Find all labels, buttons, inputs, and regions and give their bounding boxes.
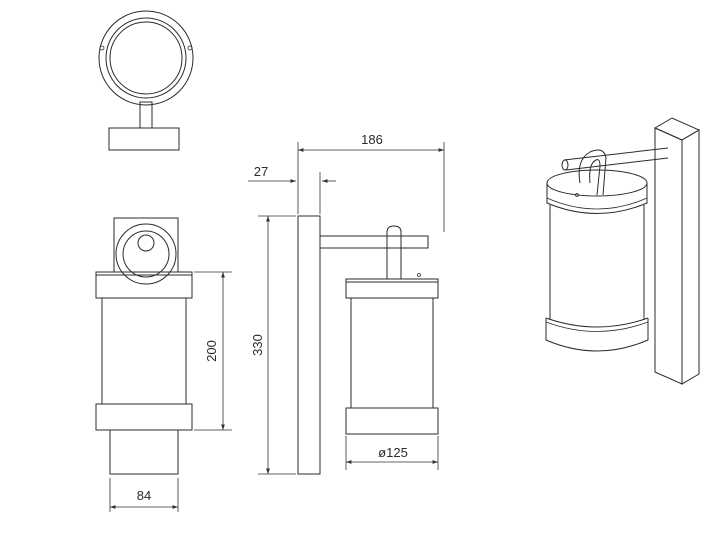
dim-lantern-height: 200 (194, 271, 232, 431)
front-view (95, 217, 193, 475)
dim-backplate-width: 84 (109, 478, 179, 512)
dim-lantern-diameter: ø125 (345, 436, 439, 470)
top-view (98, 10, 194, 151)
lantern-height-label: 200 (204, 340, 219, 362)
side-view (297, 215, 439, 475)
wall-offset-label: 27 (254, 164, 268, 179)
dim-wall-offset: 27 (248, 164, 336, 214)
perspective-view (545, 117, 701, 385)
overall-projection-label: 186 (361, 132, 383, 147)
lantern-diameter-label: ø125 (378, 445, 408, 460)
dim-overall-height: 330 (250, 215, 296, 475)
overall-height-label: 330 (250, 334, 265, 356)
dim-overall-projection: 186 (297, 132, 445, 232)
backplate-width-label: 84 (137, 488, 151, 503)
